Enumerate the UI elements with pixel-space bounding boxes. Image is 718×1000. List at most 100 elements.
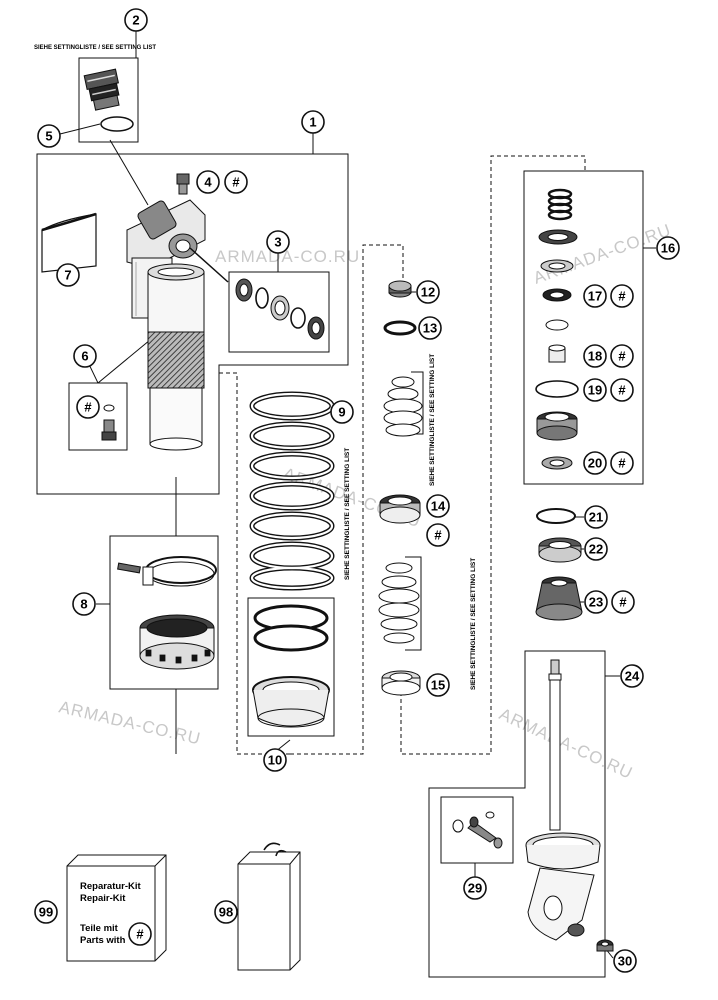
callouts: 1 2 3 4 5 6 7 8 9 10 12 13 14 15 16 17 1… xyxy=(34,8,680,973)
callout-21: 21 xyxy=(584,505,608,529)
watermark-text: ARMADA-CO.RU xyxy=(496,704,636,783)
callout-1: 1 xyxy=(301,110,325,134)
setting-note-part-2: SIEHE SETTINGLISTE / SEE SETTING LIST xyxy=(34,45,156,51)
hash-marker-kit: # xyxy=(128,922,152,946)
parts-with-label-en: Parts with xyxy=(80,935,126,946)
part-1-shock-absorber xyxy=(41,173,229,451)
part-29-valve-assembly xyxy=(452,811,503,849)
callout-19: 19 xyxy=(583,378,607,402)
part-3-seal-kit xyxy=(235,278,325,340)
callout-98: 98 xyxy=(214,900,238,924)
callout-30: 30 xyxy=(613,949,637,973)
callout-5: 5 xyxy=(37,124,61,148)
callout-16: 16 xyxy=(656,236,680,260)
parts-12-15-stack xyxy=(378,280,423,696)
kit-label-en: Repair-Kit xyxy=(80,893,126,904)
hash-label: # xyxy=(618,456,626,471)
callout-label: 99 xyxy=(39,905,53,920)
watermark-text: ARMADA-CO.RU xyxy=(57,697,203,748)
callout-9: 9 xyxy=(330,400,354,424)
callout-label: 12 xyxy=(421,285,435,300)
callout-8: 8 xyxy=(72,592,96,616)
part-30-nut xyxy=(596,939,614,952)
callout-label: 9 xyxy=(338,405,345,420)
callout-label: 6 xyxy=(81,349,88,364)
parts-with-label-de: Teile mit xyxy=(80,923,119,934)
callout-10: 10 xyxy=(263,748,287,772)
setting-note-part-9: SIEHE SETTINGLISTE / SEE SETTING LIST xyxy=(344,448,351,580)
part-98-oil-canister xyxy=(237,842,301,971)
callout-label: 7 xyxy=(64,268,71,283)
callout-14: 14 xyxy=(426,494,450,518)
hash-markers: # # # # # # # # # xyxy=(76,170,635,946)
setting-note-lower-bumper: SIEHE SETTINGLISTE / SEE SETTING LIST xyxy=(470,558,477,690)
callout-label: 98 xyxy=(219,905,233,920)
hash-label: # xyxy=(84,400,92,415)
callout-6: 6 xyxy=(73,344,97,368)
callout-label: 2 xyxy=(132,13,139,28)
hash-marker-6: # xyxy=(76,395,100,419)
hash-label: # xyxy=(434,528,442,543)
repair-kit-text: Reparatur-Kit Repair-Kit Teile mit Parts… xyxy=(80,881,142,946)
callout-label: 24 xyxy=(625,669,640,684)
part-16-piston-rod-kit xyxy=(535,188,579,470)
callout-3: 3 xyxy=(266,230,290,254)
hash-label: # xyxy=(618,383,626,398)
callout-7: 7 xyxy=(56,263,80,287)
hash-label: # xyxy=(136,927,144,942)
callout-18: 18 xyxy=(583,344,607,368)
watermark-text: ARMADA-CO.RU xyxy=(215,247,360,266)
hash-marker-4: # xyxy=(224,170,248,194)
hash-label: # xyxy=(618,349,626,364)
hash-marker-19: # xyxy=(610,378,634,402)
callout-label: 22 xyxy=(589,542,603,557)
callout-label: 18 xyxy=(588,349,602,364)
callout-label: 8 xyxy=(80,597,87,612)
part-6-valve xyxy=(101,404,117,441)
callout-17: 17 xyxy=(583,284,607,308)
callout-label: 1 xyxy=(309,115,316,130)
callout-24: 24 xyxy=(620,664,644,688)
setting-list-notes: SIEHE SETTINGLISTE / SEE SETTING LIST SI… xyxy=(34,45,477,690)
group-frames xyxy=(36,28,656,978)
callout-label: 3 xyxy=(274,235,281,250)
hash-label: # xyxy=(618,289,626,304)
hash-label: # xyxy=(619,595,627,610)
callout-label: 10 xyxy=(268,753,282,768)
callout-label: 14 xyxy=(431,499,446,514)
kit-label-de: Reparatur-Kit xyxy=(80,881,142,892)
callout-label: 15 xyxy=(431,678,445,693)
callout-99: 99 xyxy=(34,900,58,924)
callout-label: 4 xyxy=(204,175,212,190)
callout-label: 19 xyxy=(588,383,602,398)
part-8-spring-adjuster xyxy=(117,556,217,670)
callout-label: 20 xyxy=(588,456,602,471)
callout-15: 15 xyxy=(426,673,450,697)
parts-21-23 xyxy=(535,508,583,621)
callout-label: 5 xyxy=(45,129,52,144)
hash-marker-23: # xyxy=(611,590,635,614)
callout-label: 16 xyxy=(661,241,675,256)
hash-marker-14: # xyxy=(426,523,450,547)
callout-label: 21 xyxy=(589,510,603,525)
hash-marker-17: # xyxy=(610,284,634,308)
callout-label: 17 xyxy=(588,289,602,304)
part-24-piston-rod xyxy=(525,659,601,941)
callout-label: 13 xyxy=(423,321,437,336)
callout-label: 30 xyxy=(618,954,632,969)
callout-22: 22 xyxy=(584,537,608,561)
hash-marker-18: # xyxy=(610,344,634,368)
part-9-spring-inner xyxy=(250,392,334,590)
hash-label: # xyxy=(232,175,240,190)
part-2-adjuster-cap xyxy=(83,68,134,132)
hash-marker-20: # xyxy=(610,451,634,475)
callout-label: 23 xyxy=(589,595,603,610)
callout-label: 29 xyxy=(468,881,482,896)
callout-4: 4 xyxy=(196,170,220,194)
callout-13: 13 xyxy=(418,316,442,340)
callout-2: 2 xyxy=(124,8,148,32)
callout-23: 23 xyxy=(584,590,608,614)
setting-note-upper-bumper: SIEHE SETTINGLISTE / SEE SETTING LIST xyxy=(429,354,436,486)
callout-20: 20 xyxy=(583,451,607,475)
